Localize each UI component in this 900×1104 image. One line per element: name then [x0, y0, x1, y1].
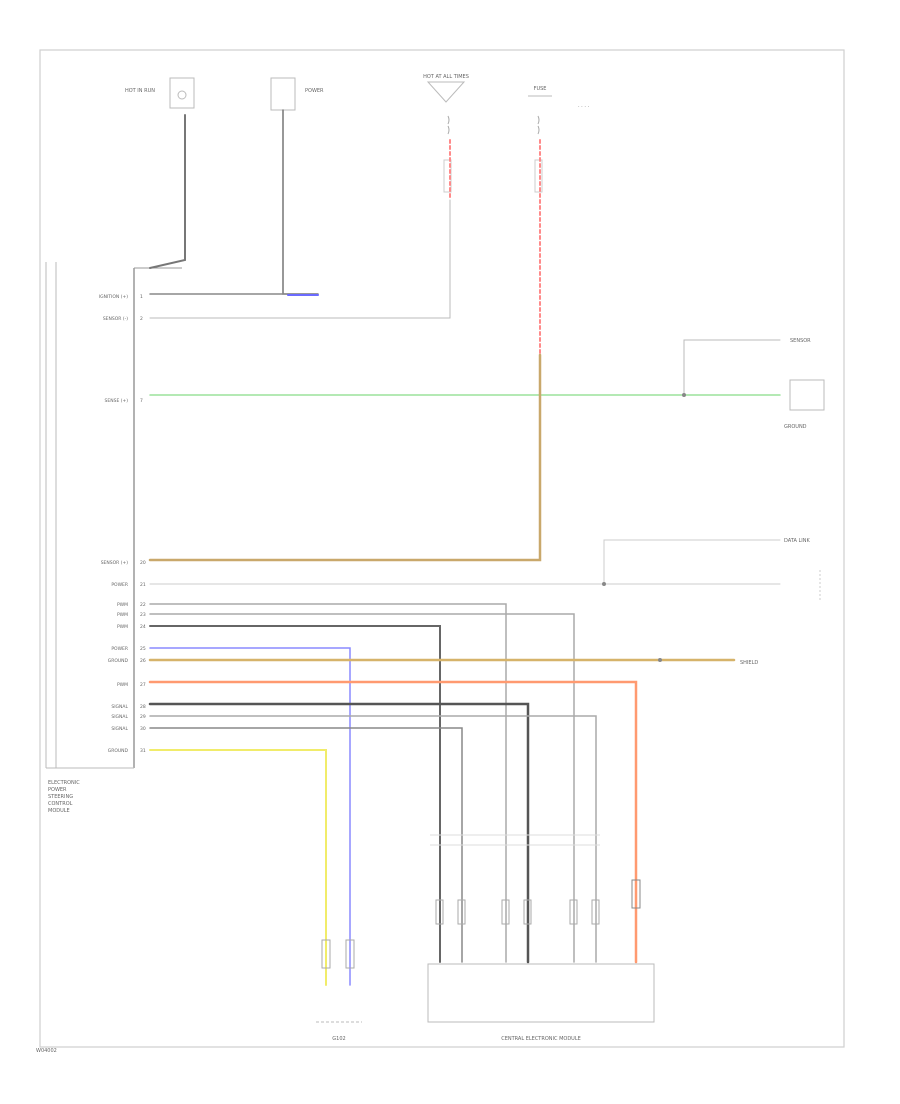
right-label: SENSOR	[790, 338, 811, 344]
pin-label: PWM	[117, 612, 128, 618]
right-label: DATA LINK	[784, 538, 810, 544]
pin-label: POWER	[111, 582, 128, 588]
top-component-4: FUSE	[528, 86, 552, 97]
pin-label: SENSE (+)	[105, 398, 129, 404]
wire-sensor	[149, 199, 451, 319]
top-component-label: FUSE	[534, 86, 547, 92]
top-component-label: HOT AT ALL TIMES	[423, 74, 469, 80]
pin-number: 7	[140, 398, 143, 404]
wire-orange-down	[148, 680, 638, 964]
top-component-label: POWER	[305, 88, 324, 94]
module-label-line: STEERING	[48, 794, 73, 800]
ground-label: G102	[332, 1036, 345, 1042]
wire-gray-branch	[603, 539, 781, 585]
pin-number: 2	[140, 316, 143, 322]
pin-label: IGNITION (+)	[99, 294, 128, 300]
wire-signal3	[149, 727, 463, 963]
module-label-line: POWER	[48, 787, 67, 793]
pin-number: 25	[140, 646, 146, 652]
module-label-line: MODULE	[48, 808, 70, 814]
right-label: SHIELD	[740, 660, 758, 666]
pin-label: GROUND	[108, 658, 129, 664]
pin-label: SENSOR (-)	[103, 316, 128, 322]
wires	[148, 109, 781, 986]
pin-label: POWER	[111, 646, 128, 652]
wire-tan	[148, 353, 542, 562]
pin-number: 21	[140, 582, 146, 588]
diagram-border	[39, 49, 845, 1048]
pin-number: 22	[140, 602, 146, 608]
bottom-module-label: CENTRAL ELECTRONIC MODULE	[501, 1036, 581, 1042]
pin-label: SIGNAL	[111, 714, 128, 720]
wire-pwm3	[149, 625, 441, 963]
wire-power	[282, 109, 319, 295]
bottom-ground: G102	[316, 1021, 362, 1042]
module-label-line: ELECTRONIC	[48, 780, 80, 786]
wire-branch-right	[683, 339, 781, 396]
pin-number: 1	[140, 294, 143, 300]
pin-label: GROUND	[108, 748, 129, 754]
connector-note: · · · ·	[578, 104, 590, 110]
pin-label: SIGNAL	[111, 704, 128, 710]
wire-pwm2	[149, 613, 575, 963]
top-component-3: HOT AT ALL TIMES	[423, 74, 469, 103]
splice-dots	[602, 393, 686, 662]
right-label: GROUND	[784, 424, 807, 430]
pin-label: SIGNAL	[111, 726, 128, 732]
wire-pwm1	[149, 603, 507, 963]
pin-number: 28	[140, 704, 146, 710]
bottom-module: CENTRAL ELECTRONIC MODULE	[427, 963, 655, 1042]
pin-number: 30	[140, 726, 146, 732]
wire-hot-in-run	[149, 114, 186, 269]
pin-number: 31	[140, 748, 146, 754]
pin-label: PWM	[117, 682, 128, 688]
diagram-code: W04002	[36, 1048, 57, 1054]
top-component-label: HOT IN RUN	[125, 88, 155, 94]
inline-connectors-top	[443, 115, 543, 193]
top-component-1: HOT IN RUN	[125, 77, 195, 109]
pin-label: SENSOR (+)	[101, 560, 129, 566]
wire-yellow-down	[149, 749, 327, 986]
right-components: SENSOR GROUND DATA LINK SHIELD	[740, 338, 825, 666]
pin-number: 20	[140, 560, 146, 566]
pin-label: PWM	[117, 602, 128, 608]
pin-number: 23	[140, 612, 146, 618]
inline-connectors-bottom	[321, 834, 641, 969]
pin-number: 27	[140, 682, 146, 688]
pin-label: PWM	[117, 624, 128, 630]
wire-blue-down	[149, 647, 351, 986]
wire-signal1	[148, 702, 530, 964]
pin-number: 26	[140, 658, 146, 664]
pin-number: 29	[140, 714, 146, 720]
wire-signal2	[149, 715, 597, 963]
module-label-line: CONTROL	[48, 801, 73, 807]
top-component-2: POWER	[270, 77, 324, 111]
pin-number: 24	[140, 624, 146, 630]
